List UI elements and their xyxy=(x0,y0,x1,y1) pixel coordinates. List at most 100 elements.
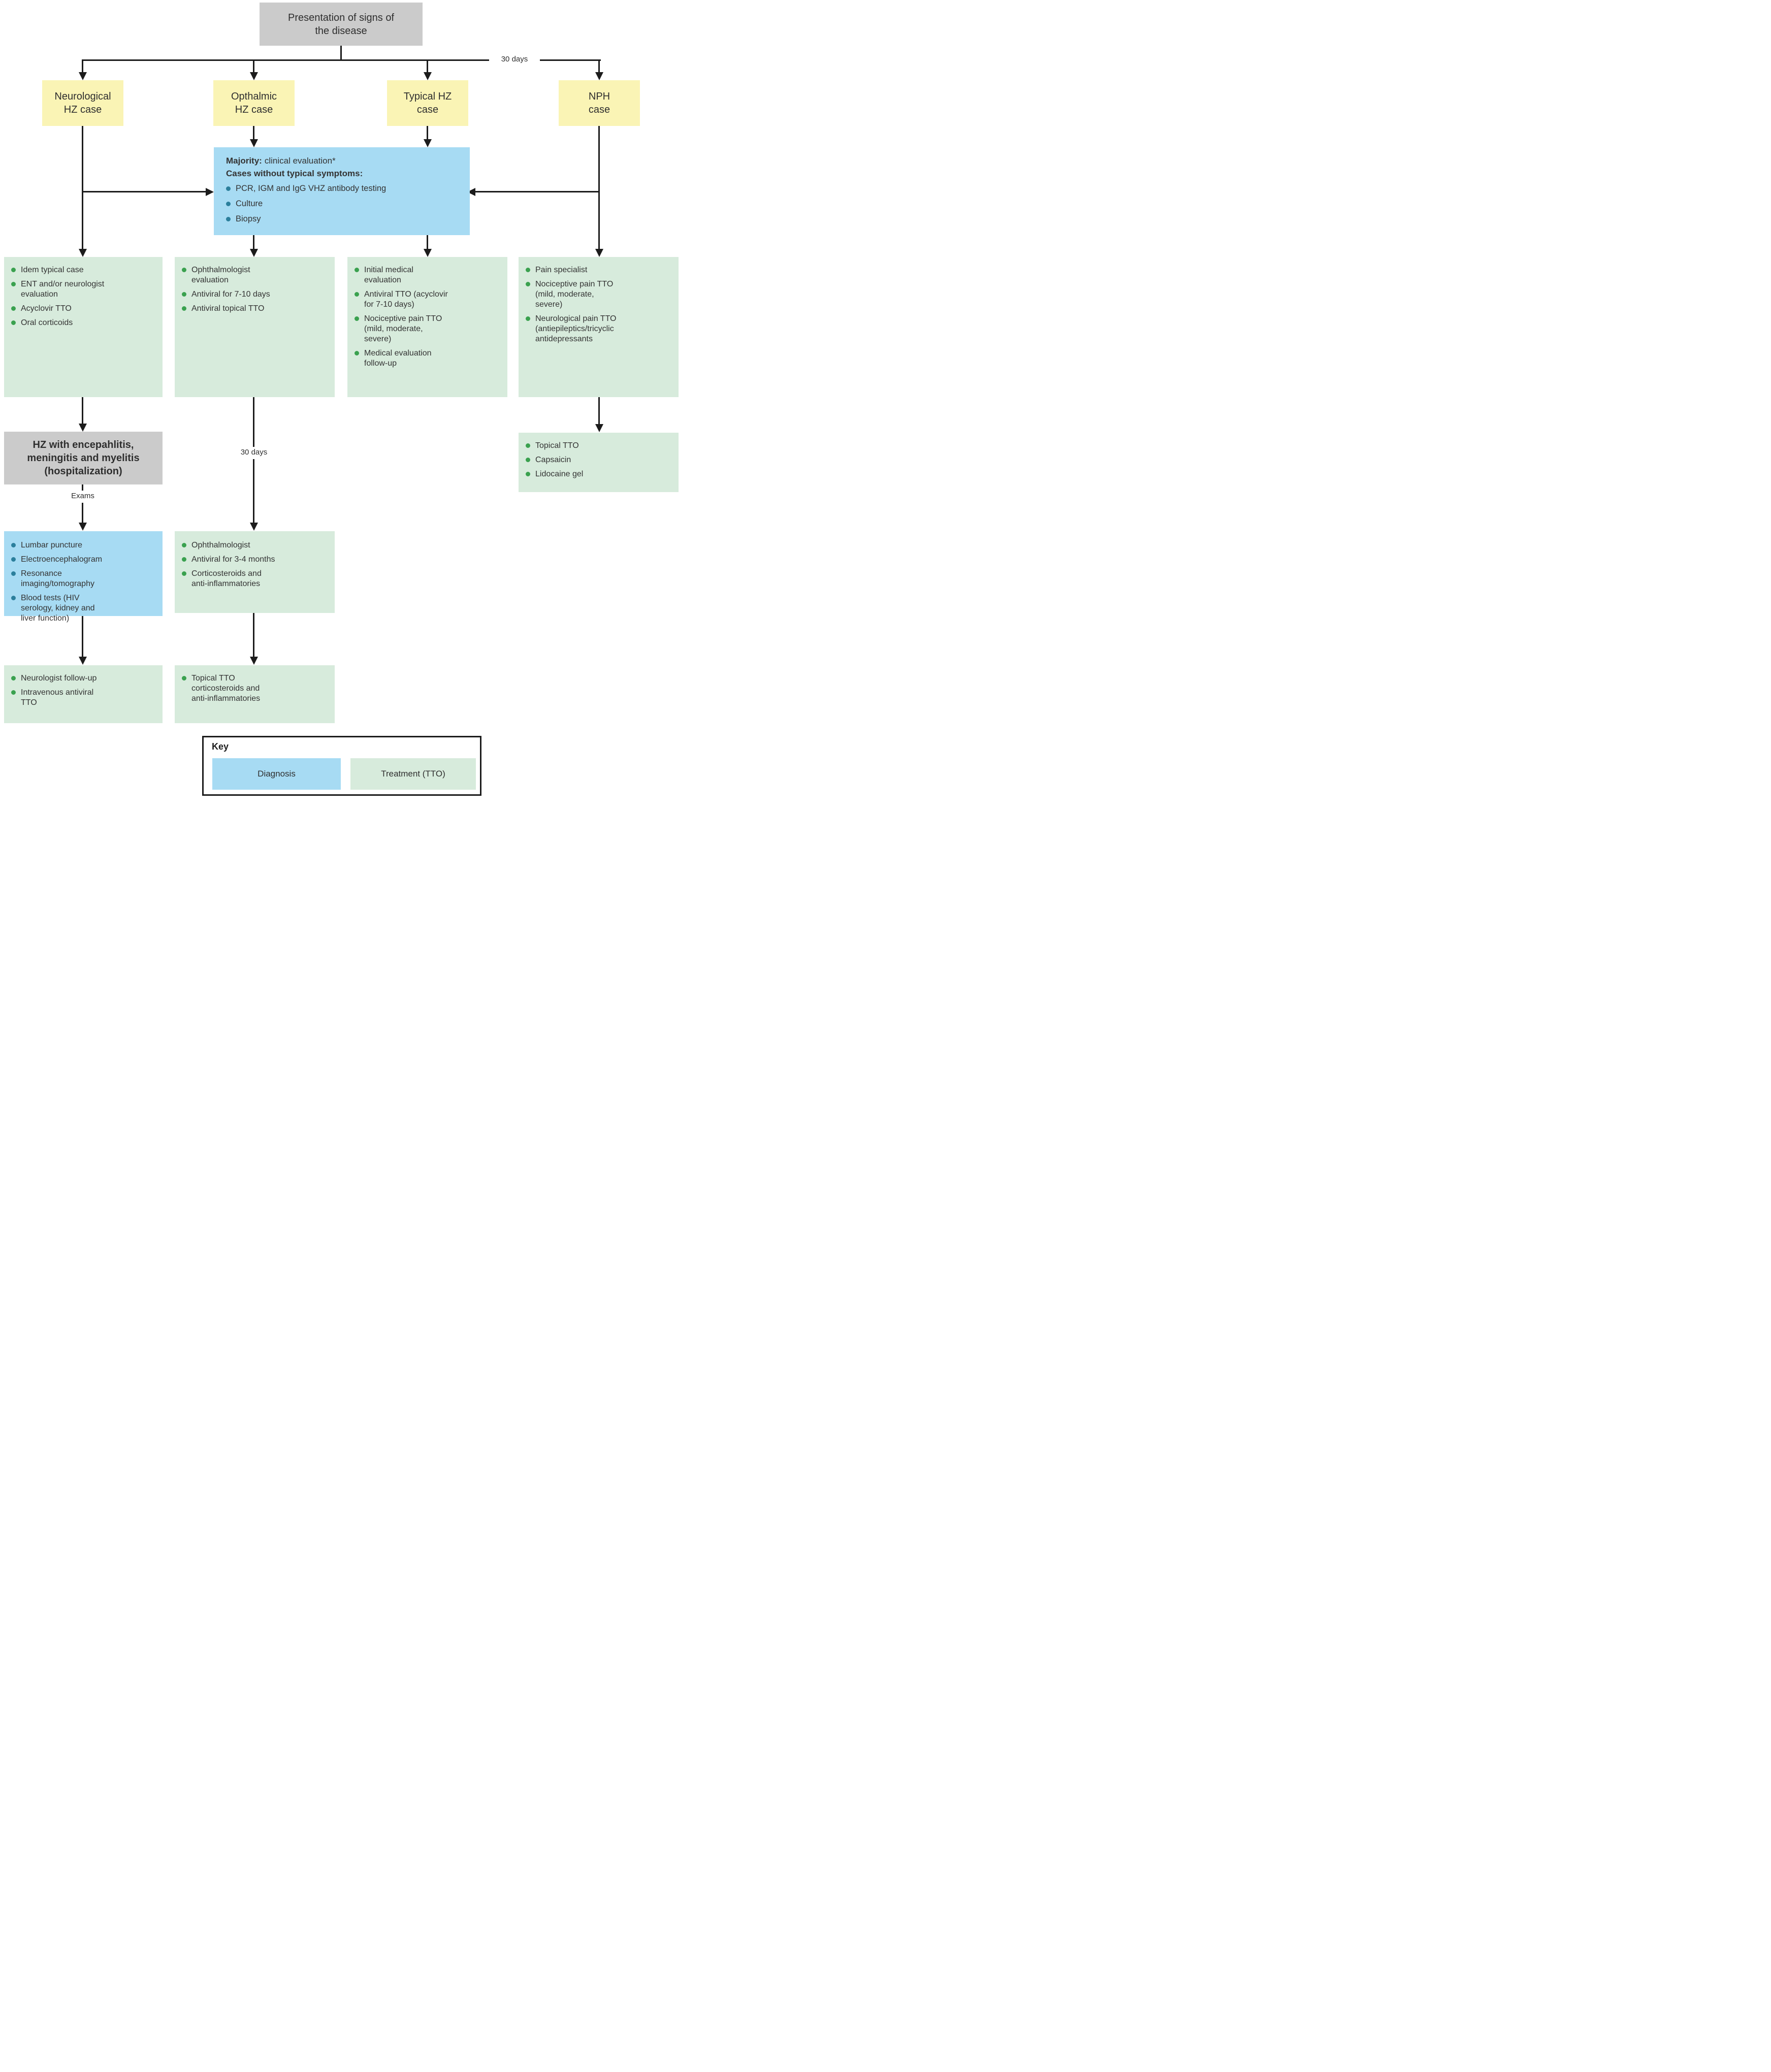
list-item: Pain specialist xyxy=(526,265,673,275)
arrowhead-typical-to-diagnosis xyxy=(424,139,432,147)
list-item: Lumbar puncture xyxy=(11,540,157,551)
bullet-icon xyxy=(11,268,16,272)
list-item-text: Idem typical case xyxy=(21,266,84,274)
arrowhead-to-hospitalization xyxy=(79,424,87,432)
bullet-icon xyxy=(182,543,186,547)
connector-nph-branch xyxy=(475,191,599,192)
majority-rest: clinical evaluation* xyxy=(264,156,336,166)
list-item-text: Antiviral topical TTO xyxy=(191,304,265,313)
connector-drop-opthalmic xyxy=(253,59,254,73)
list-item-text: Electroencephalogram xyxy=(21,555,103,564)
bullet-icon xyxy=(226,186,231,191)
list-item-text: PCR, IGM and IgG VHZ antibody testing xyxy=(236,184,387,193)
bullet-icon xyxy=(11,676,16,681)
bullet-icon xyxy=(11,571,16,576)
list-item-text: Pain specialist xyxy=(535,266,588,274)
bullet-icon xyxy=(182,557,186,562)
opthalmic-topical-list: Topical TTO corticosteroids and anti-inf… xyxy=(182,673,330,704)
list-item-text: Antiviral for 3-4 months xyxy=(191,555,275,564)
list-item: Blood tests (HIV serology, kidney and li… xyxy=(11,593,157,624)
bullet-icon xyxy=(182,268,186,272)
bullet-icon xyxy=(11,557,16,562)
list-item: Idem typical case xyxy=(11,265,157,275)
bullet-icon xyxy=(11,306,16,311)
key-treatment-swatch: Treatment (TTO) xyxy=(350,758,476,790)
list-item-text: Antiviral TTO (acyclovir for 7-10 days) xyxy=(364,290,448,309)
list-item: Antiviral TTO (acyclovir for 7-10 days) xyxy=(355,289,502,310)
list-item-text: Neurological pain TTO (antiepileptics/tr… xyxy=(535,314,617,343)
list-item: Antiviral topical TTO xyxy=(182,304,330,314)
bullet-icon xyxy=(355,351,359,355)
list-item: PCR, IGM and IgG VHZ antibody testing xyxy=(226,182,464,195)
bullet-icon xyxy=(526,316,530,321)
bullet-icon xyxy=(11,690,16,695)
connector-top-horizontal-right xyxy=(532,59,601,61)
list-item-text: Ophthalmologist xyxy=(191,541,250,549)
bullet-icon xyxy=(11,282,16,286)
list-item-text: Topical TTO xyxy=(535,441,579,450)
connector-drop-nph xyxy=(598,59,600,73)
arrowhead-opthalmic-to-diagnosis xyxy=(250,139,258,147)
diagnosis-criteria-box: Majority:clinical evaluation* Cases with… xyxy=(214,147,470,235)
list-item: Medical evaluation follow-up xyxy=(355,348,502,369)
list-item: Lidocaine gel xyxy=(526,469,673,479)
arrowhead-neurological-to-treatment xyxy=(79,249,87,257)
key-diagnosis-swatch: Diagnosis xyxy=(212,758,341,790)
connector-diagnosis-to-typical-treatment xyxy=(427,235,428,249)
connector-top-horizontal-left xyxy=(82,59,497,61)
arrowhead-to-opthalmic-followup xyxy=(250,523,258,531)
list-item: Biopsy xyxy=(226,213,464,225)
list-item-text: Lumbar puncture xyxy=(21,541,82,549)
connector-opthalmic-30days-lower xyxy=(253,459,254,523)
label-30-days-top: 30 days xyxy=(489,54,540,65)
list-item: Intravenous antiviral TTO xyxy=(11,688,157,708)
bullet-icon xyxy=(226,202,231,206)
list-item-text: Capsaicin xyxy=(535,456,571,464)
connector-exams-stub xyxy=(82,484,83,492)
list-item-text: Antiviral for 7-10 days xyxy=(191,290,270,299)
list-item-text: Ophthalmologist evaluation xyxy=(191,266,250,284)
list-item: Neurological pain TTO (antiepileptics/tr… xyxy=(526,314,673,344)
connector-neurological-branch xyxy=(82,191,206,192)
list-item: Neurologist follow-up xyxy=(11,673,157,684)
diagnosis-subtitle: Cases without typical symptoms: xyxy=(226,169,363,178)
list-item: Electroencephalogram xyxy=(11,555,157,565)
list-item-text: Intravenous antiviral TTO xyxy=(21,688,94,707)
list-item: Ophthalmologist evaluation xyxy=(182,265,330,285)
bullet-icon xyxy=(355,316,359,321)
connector-to-opthalmic-topical xyxy=(253,613,254,657)
list-item-text: Lidocaine gel xyxy=(535,470,584,478)
arrowhead-to-opthalmic-topical xyxy=(250,657,258,665)
list-item: Capsaicin xyxy=(526,455,673,465)
arrowhead-diagnosis-to-typical-treatment xyxy=(424,249,432,257)
list-item-text: Nociceptive pain TTO (mild, moderate, se… xyxy=(535,280,614,309)
hz-flowchart: Presentation of signs of the disease 30 … xyxy=(0,0,683,799)
connector-to-hospitalization xyxy=(82,397,83,424)
bullet-icon xyxy=(355,268,359,272)
list-item-text: Acyclovir TTO xyxy=(21,304,72,313)
case-box-neurological: Neurological HZ case xyxy=(42,80,123,126)
bullet-icon xyxy=(526,268,530,272)
bullet-icon xyxy=(526,282,530,286)
arrowhead-to-nph-topical xyxy=(595,424,603,432)
bullet-icon xyxy=(526,443,530,448)
majority-label: Majority: xyxy=(226,156,262,166)
key-title: Key xyxy=(212,741,229,752)
list-item-text: Biopsy xyxy=(236,214,261,223)
list-item-text: Oral corticoids xyxy=(21,318,73,327)
bullet-icon xyxy=(526,472,530,476)
case-box-nph: NPH case xyxy=(559,80,640,126)
arrowhead-neurological-into-diagnosis xyxy=(206,188,214,196)
arrowhead-drop-nph xyxy=(595,72,603,80)
